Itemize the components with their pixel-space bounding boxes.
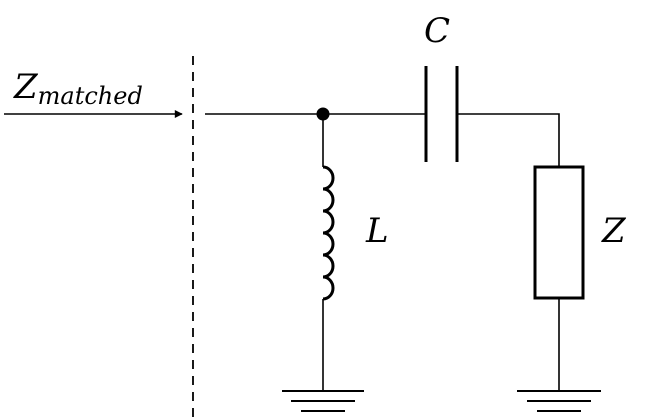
load-label: Z: [601, 211, 627, 251]
ground-symbol-inductor: [282, 390, 364, 412]
z-matched-label: Zmatched: [13, 67, 143, 110]
top-wire-right: [457, 113, 560, 167]
z-matched-subscript: matched: [38, 82, 143, 110]
inductor-symbol: [322, 165, 335, 301]
z-matched-main: Z: [13, 67, 39, 107]
ground-symbol-load: [517, 390, 601, 412]
capacitor-symbol: [424, 66, 459, 162]
load-impedance-box: [533, 165, 585, 300]
inductor-label: L: [365, 211, 389, 251]
capacitor-label: C: [424, 11, 450, 51]
